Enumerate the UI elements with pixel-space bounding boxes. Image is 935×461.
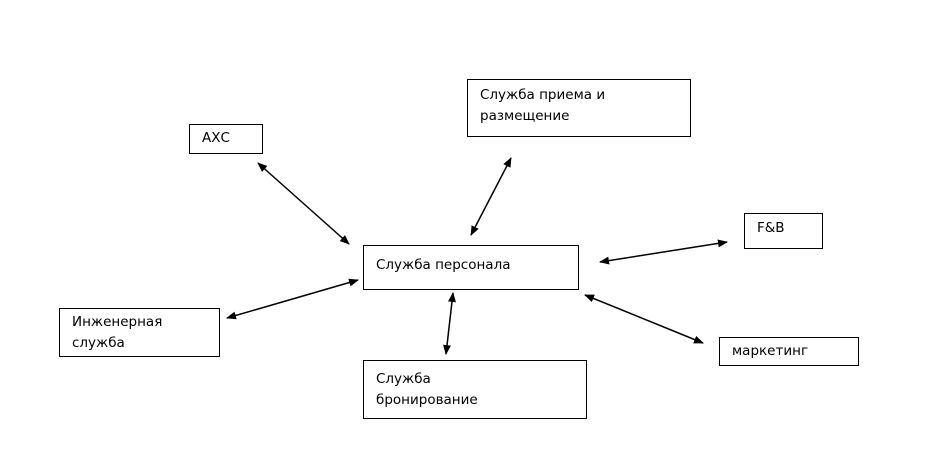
- node-label: Служба: [376, 371, 431, 387]
- node-engineering: Инженерная служба: [59, 308, 220, 357]
- arrow-booking: [443, 292, 456, 355]
- node-label: F&B: [757, 220, 785, 236]
- node-label: бронирование: [376, 392, 478, 408]
- node-axs: АХС: [189, 124, 263, 154]
- node-fb: F&B: [744, 213, 823, 249]
- arrow-reception: [470, 157, 512, 236]
- node-label: Служба персонала: [376, 257, 511, 273]
- node-center: Служба персонала: [363, 245, 579, 290]
- node-label: маркетинг: [732, 343, 809, 359]
- node-label: Служба приема и: [480, 87, 606, 103]
- arrow-fb: [599, 239, 728, 265]
- arrow-marketing: [584, 294, 704, 344]
- arrow-engineering: [226, 278, 359, 320]
- arrow-axs: [257, 162, 350, 245]
- node-label: Инженерная: [72, 314, 163, 330]
- node-label: АХС: [202, 130, 230, 146]
- node-reception: Служба приема и размещение: [467, 79, 691, 137]
- node-booking: Служба бронирование: [363, 360, 587, 419]
- node-label: размещение: [480, 108, 570, 124]
- node-marketing: маркетинг: [719, 337, 859, 366]
- node-label: служба: [72, 335, 125, 351]
